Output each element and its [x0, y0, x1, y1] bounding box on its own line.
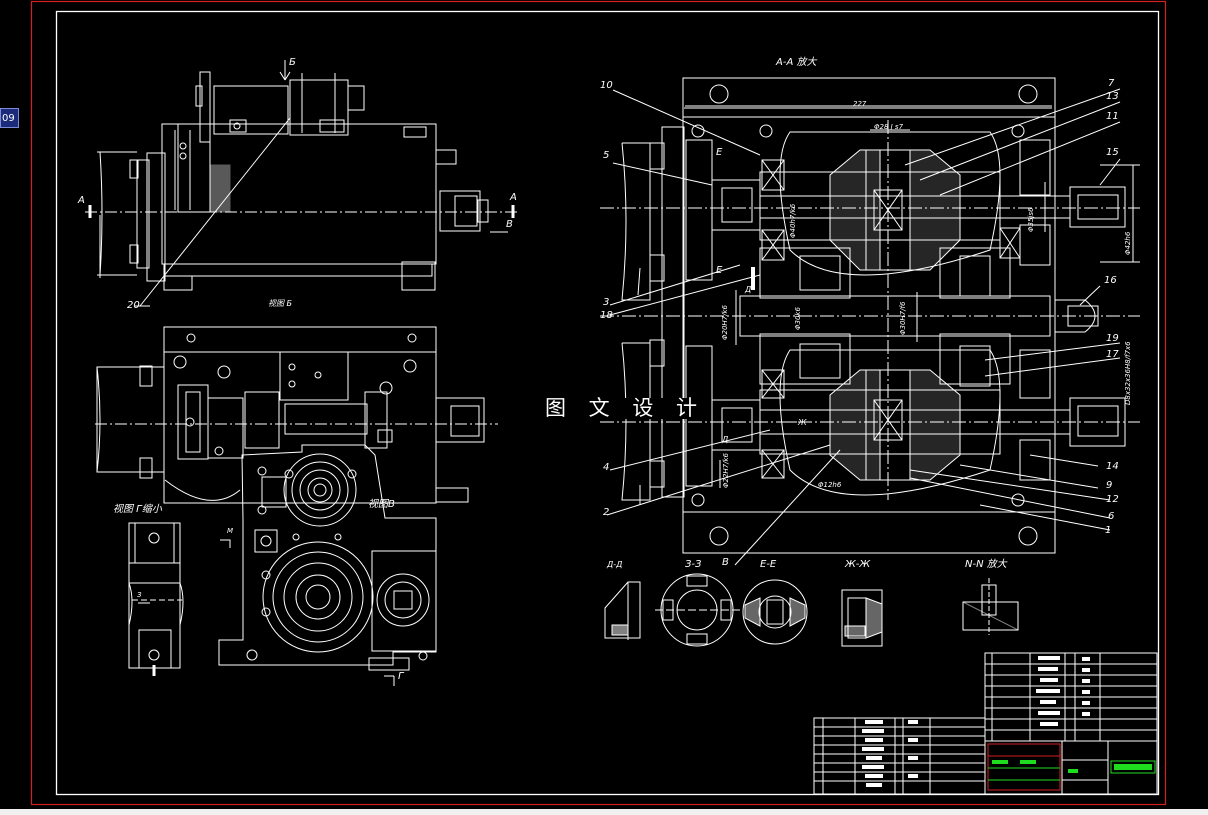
part-2: 2	[603, 507, 610, 518]
mark-g-bottom: Г	[398, 671, 404, 682]
title-view-g: 视图 Г缩小	[113, 504, 162, 515]
mark-d-lower: Д	[722, 435, 729, 444]
title-section-zhzh: Ж-Ж	[845, 559, 871, 570]
mark-e-lower: Е	[716, 265, 723, 276]
dim-phi30: Φ30H7/f6	[899, 301, 907, 335]
title-section-dd: Д-Д	[607, 560, 623, 569]
part-19: 19	[1106, 333, 1119, 344]
mark-z: З	[137, 591, 142, 599]
section-dd	[604, 581, 641, 640]
part-16: 16	[1104, 275, 1117, 286]
part-10: 10	[600, 80, 613, 91]
mark-b-right: В	[506, 219, 513, 230]
dim-227: 227	[853, 100, 867, 108]
status-strip	[0, 809, 1208, 815]
part-12: 12	[1106, 494, 1119, 505]
dim-phi40: Φ40h7/k6	[789, 203, 797, 238]
title-view-v: 视图В	[368, 499, 395, 510]
part-7: 7	[1108, 78, 1115, 89]
view-g	[128, 522, 184, 676]
part-15: 15	[1106, 147, 1119, 158]
side-view-top	[85, 60, 520, 307]
tab-badge[interactable]: 09	[0, 108, 19, 128]
dim-phi20: Φ20H7/k6	[721, 305, 729, 340]
section-aa	[600, 77, 1140, 566]
dim-phi28: Φ28 J s7	[874, 123, 904, 131]
section-ee	[742, 579, 808, 645]
parts-list	[813, 652, 1158, 795]
dim-phi12h6: Φ12h6	[818, 481, 842, 489]
title-section-nn: N-N 放大	[965, 559, 1007, 570]
part-11: 11	[1106, 111, 1119, 122]
part-18: 18	[600, 310, 613, 321]
dim-spline: D8x32x36H8/f7x6	[1124, 341, 1132, 405]
part-3: 3	[603, 297, 610, 308]
section-zz	[655, 573, 740, 647]
mark-m: М	[227, 527, 234, 535]
parts-list-entries	[862, 656, 1090, 787]
part-5: 5	[603, 150, 610, 161]
part-13: 13	[1106, 91, 1119, 102]
dim-phi30k6: Φ30k6	[794, 307, 802, 330]
section-nn	[962, 578, 1019, 635]
title-section-zz: З-З	[685, 559, 702, 570]
part-17: 17	[1106, 349, 1119, 360]
part-6: 6	[1108, 511, 1115, 522]
title-section-aa: A-A 放大	[776, 57, 817, 68]
mark-b-top: Б	[289, 57, 296, 68]
watermark-text: 图 文 设 计	[543, 396, 708, 420]
title-view-b: 视图 Б	[268, 299, 293, 308]
sheet-outer-border	[30, 0, 1167, 806]
part-9: 9	[1106, 480, 1113, 491]
drawing-frame	[55, 10, 1160, 796]
section-zhzh	[841, 589, 883, 647]
view-v	[218, 444, 437, 686]
dim-phi35: Φ35js6	[1027, 207, 1035, 232]
mark-zh: Ж	[798, 418, 807, 427]
part-4: 4	[603, 462, 610, 473]
mark-e-upper: Е	[716, 147, 723, 158]
part-1: 1	[1105, 525, 1112, 536]
mark-v-lower: В	[722, 557, 729, 568]
title-section-ee: Е-Е	[760, 559, 777, 570]
dim-phi22: Φ22H7/k6	[722, 453, 730, 488]
mark-a-left: A	[78, 195, 85, 206]
view-b	[95, 326, 498, 504]
part-20: 20	[127, 300, 140, 311]
title-block-colored	[987, 743, 1156, 791]
part-14: 14	[1106, 461, 1119, 472]
dim-phi42: Φ42h6	[1124, 231, 1132, 255]
mark-d-upper: Д	[745, 285, 752, 294]
mark-a-right: A	[510, 192, 517, 203]
